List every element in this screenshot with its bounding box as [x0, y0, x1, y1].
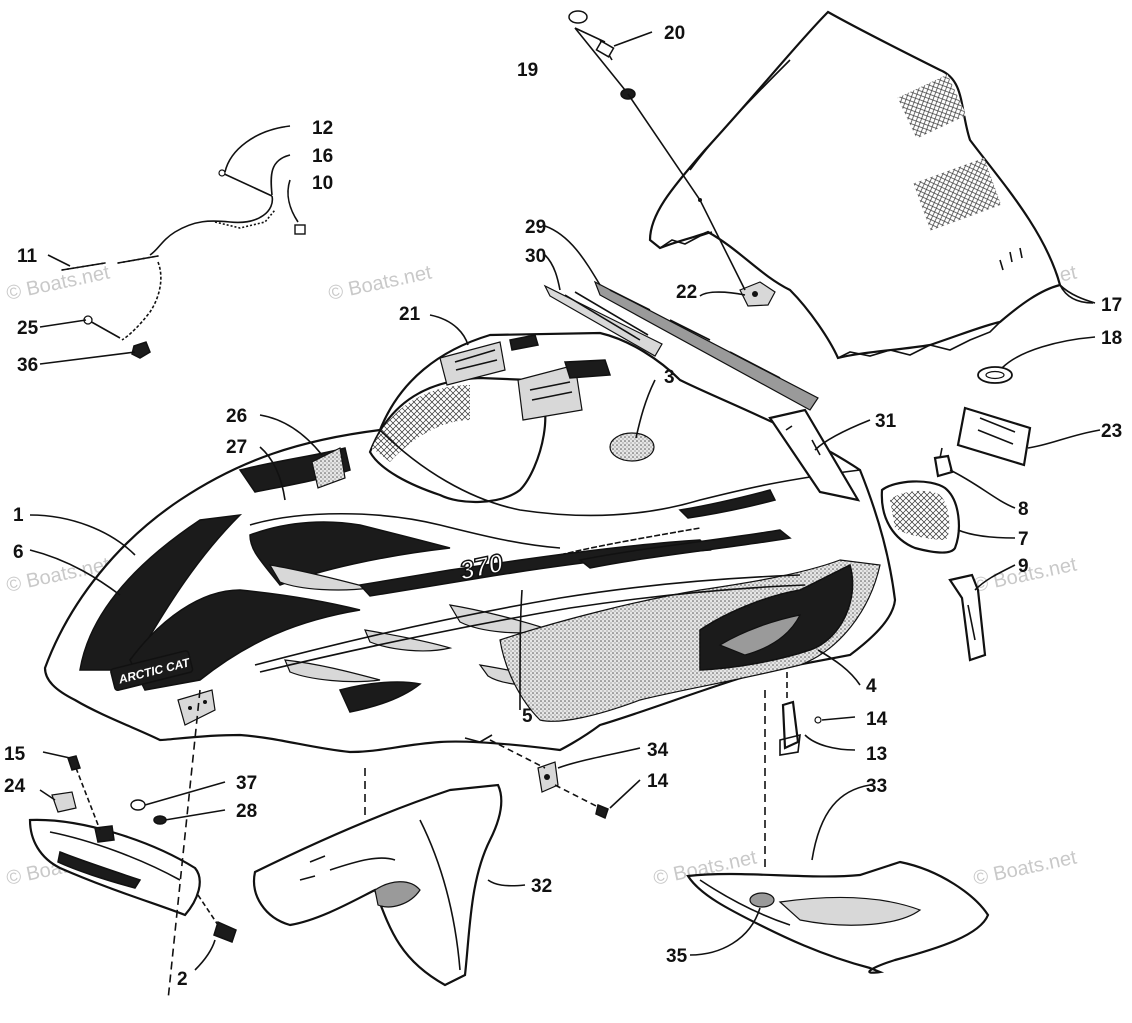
callout-labels: 1 2 3 4 5 6 7 8 9 10 11 12 13 14 14 15 1… [4, 23, 1122, 990]
callout-25: 25 [17, 318, 39, 339]
callout-23: 23 [1101, 421, 1122, 442]
callout-22: 22 [676, 282, 697, 303]
callout-3: 3 [664, 367, 675, 388]
callout-14a: 14 [866, 709, 888, 730]
callout-32: 32 [531, 876, 552, 897]
callout-21: 21 [399, 304, 421, 325]
callout-10: 10 [312, 173, 333, 194]
front-bumper [28, 689, 237, 1001]
belly-tray [686, 690, 990, 974]
callout-20: 20 [664, 23, 685, 44]
callout-5: 5 [522, 706, 533, 727]
callout-2: 2 [177, 969, 188, 990]
windshield-hardware [568, 10, 746, 291]
callout-35: 35 [666, 946, 688, 967]
callout-14b: 14 [647, 771, 669, 792]
callout-18: 18 [1101, 328, 1122, 349]
callout-36: 36 [17, 355, 38, 376]
callout-12: 12 [312, 118, 333, 139]
callout-1: 1 [13, 505, 24, 526]
callout-19: 19 [517, 60, 538, 81]
callout-28: 28 [236, 801, 257, 822]
callout-15: 15 [4, 744, 26, 765]
callout-31: 31 [875, 411, 897, 432]
callout-26: 26 [226, 406, 247, 427]
grommet [977, 366, 1013, 384]
top-decal-strips [543, 280, 819, 411]
watermark: © Boats.net [4, 261, 112, 304]
callout-33: 33 [866, 776, 887, 797]
callout-16: 16 [312, 146, 333, 167]
callout-4: 4 [866, 676, 877, 697]
callout-8: 8 [1018, 499, 1029, 520]
reflector [956, 406, 1032, 467]
side-bracket [779, 672, 822, 756]
latch-bracket [464, 734, 609, 820]
callout-11: 11 [17, 246, 38, 267]
watermark: © Boats.net [326, 261, 434, 304]
callout-9: 9 [1018, 556, 1029, 577]
leader-lines [29, 27, 1101, 971]
tether-cable [61, 169, 306, 359]
callout-13: 13 [866, 744, 887, 765]
callout-17: 17 [1101, 295, 1122, 316]
callout-37: 37 [236, 773, 257, 794]
lower-panel [252, 768, 503, 987]
callout-7: 7 [1018, 529, 1029, 550]
callout-29: 29 [525, 217, 546, 238]
side-decal [768, 408, 861, 502]
windshield [648, 10, 1096, 360]
callout-24: 24 [4, 776, 26, 797]
callout-6: 6 [13, 542, 24, 563]
callout-27: 27 [226, 437, 247, 458]
watermark: © Boats.net [971, 846, 1079, 889]
callout-34: 34 [647, 740, 669, 761]
side-lens [880, 447, 987, 662]
hood: 370 ARCTIC CAT [43, 331, 897, 754]
callout-30: 30 [525, 246, 546, 267]
